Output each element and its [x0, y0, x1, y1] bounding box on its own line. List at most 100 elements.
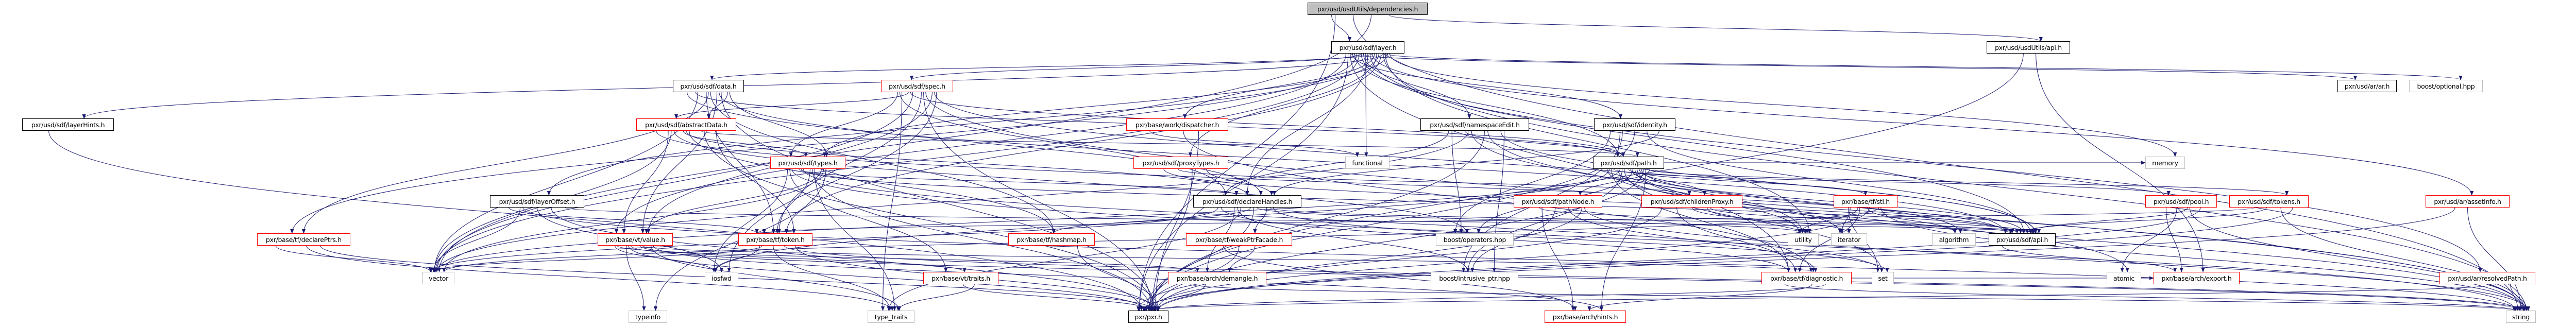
node-spec-h[interactable]: pxr/usd/sdf/spec.h: [881, 80, 953, 92]
include-edge: [1647, 168, 2289, 196]
node-pool-h[interactable]: pxr/usd/sdf/pool.h: [2145, 195, 2217, 208]
node-layeroffset-h[interactable]: pxr/usd/sdf/layerOffset.h: [490, 195, 584, 208]
node-sdf-tokens-h[interactable]: pxr/usd/sdf/tokens.h: [2229, 195, 2309, 208]
include-edge: [1385, 53, 1811, 234]
include-edge: [729, 92, 829, 157]
include-edge: [639, 245, 967, 272]
include-edge: [1647, 130, 2032, 234]
include-edge: [432, 207, 521, 272]
include-edge: [887, 207, 1241, 311]
node-algorithm: algorithm: [1932, 233, 1976, 246]
include-edge: [565, 207, 2041, 234]
include-edge: [1272, 130, 1659, 196]
include-edge: [1150, 284, 2497, 311]
node-hashmap-h[interactable]: pxr/base/tf/hashmap.h: [1008, 233, 1095, 246]
include-edge: [789, 168, 948, 272]
include-edge: [275, 245, 433, 272]
node-weakptrfacade-h[interactable]: pxr/base/tf/weakPtrFacade.h: [1186, 233, 1292, 246]
node-utility: utility: [1788, 233, 1819, 246]
include-edge: [1183, 53, 1375, 119]
include-edge: [1383, 53, 2528, 311]
node-proxytypes-h[interactable]: pxr/usd/sdf/proxyTypes.h: [1133, 157, 1228, 169]
include-edge: [674, 92, 909, 119]
node-tf-token-h[interactable]: pxr/base/tf/token.h: [738, 233, 812, 246]
node-dispatcher-h[interactable]: pxr/base/work/dispatcher.h: [1126, 118, 1228, 131]
include-edge: [710, 53, 1373, 80]
include-edge: [2189, 207, 2526, 311]
include-edge: [625, 245, 646, 311]
node-ar-h[interactable]: pxr/usd/ar/ar.h: [2337, 80, 2397, 92]
include-edge: [714, 245, 760, 272]
include-edge: [1142, 284, 1206, 311]
node-resolvedpath-h[interactable]: pxr/usd/ar/resolvedPath.h: [2439, 272, 2535, 284]
node-namespaceedit-h[interactable]: pxr/usd/sdf/namespaceEdit.h: [1420, 118, 1529, 131]
node-vt-value-h[interactable]: pxr/base/vt/value.h: [598, 233, 673, 246]
node-declareptrs-h[interactable]: pxr/base/tf/declarePtrs.h: [257, 233, 350, 246]
include-edge: [306, 245, 894, 311]
node-string: string: [2506, 311, 2536, 323]
include-edge: [1177, 168, 1691, 196]
include-edge: [1613, 168, 2171, 196]
node-data-h[interactable]: pxr/usd/sdf/data.h: [673, 80, 744, 92]
node-arch-hints-h[interactable]: pxr/base/arch/hints.h: [1545, 311, 1626, 323]
include-edge: [1616, 130, 1621, 157]
node-sdf-layer-h[interactable]: pxr/usd/sdf/layer.h: [1331, 41, 1404, 54]
include-edge: [1253, 207, 1267, 234]
include-edge: [1584, 207, 2530, 311]
include-edge: [2280, 207, 2527, 311]
include-edge: [432, 245, 762, 272]
include-edge: [1269, 207, 2036, 234]
include-edge: [1500, 130, 2038, 234]
node-arch-export-h[interactable]: pxr/base/arch/export.h: [2154, 272, 2240, 284]
node-boost-operators: boost/operators.hpp: [1436, 233, 1514, 246]
include-edge: [798, 168, 1239, 196]
node-pxr-h[interactable]: pxr/pxr.h: [1128, 311, 1168, 323]
node-arch-demangle-h[interactable]: pxr/base/arch/demangle.h: [1168, 272, 1266, 284]
node-childrenproxy-h[interactable]: pxr/usd/sdf/childrenProxy.h: [1641, 195, 1742, 208]
node-sdf-api-h[interactable]: pxr/usd/sdf/api.h: [1989, 233, 2056, 246]
include-edge: [1354, 53, 1620, 157]
include-edge: [789, 92, 898, 157]
include-edge: [1149, 130, 1360, 157]
include-edge: [1369, 53, 2026, 234]
node-identity-h[interactable]: pxr/usd/sdf/identity.h: [1594, 118, 1675, 131]
include-edge: [435, 92, 913, 272]
include-edge: [1190, 284, 2516, 311]
include-edge: [48, 130, 1143, 311]
node-usdutils-api-h[interactable]: pxr/usd/usdUtils/api.h: [1987, 41, 2070, 54]
include-edge: [1541, 207, 1575, 311]
include-edge: [721, 92, 1157, 311]
include-edge: [2019, 207, 2267, 234]
include-edge: [1389, 53, 2177, 157]
include-edge: [651, 245, 901, 311]
node-layerhints-h[interactable]: pxr/usd/sdf/layerHints.h: [22, 118, 114, 131]
include-edge: [1352, 53, 1622, 119]
include-edge: [775, 168, 810, 234]
include-edge: [689, 130, 1056, 234]
include-edge: [785, 53, 1382, 234]
node-tf-diagnostic-h[interactable]: pxr/base/tf/diagnostic.h: [1761, 272, 1852, 284]
node-types-h[interactable]: pxr/usd/sdf/types.h: [770, 157, 845, 169]
node-vt-traits-h[interactable]: pxr/base/vt/traits.h: [923, 272, 998, 284]
include-edge: [1144, 53, 2024, 311]
include-edge: [1539, 207, 2012, 234]
include-edge: [910, 53, 1362, 80]
include-edge: [1798, 207, 1860, 272]
include-edge: [290, 53, 1358, 234]
node-vector: vector: [422, 272, 454, 284]
include-edge: [1637, 168, 2129, 272]
node-path-h[interactable]: pxr/usd/sdf/path.h: [1593, 157, 1664, 169]
include-edge: [1385, 53, 2463, 80]
node-declarehandles-h[interactable]: pxr/usd/sdf/declareHandles.h: [1193, 195, 1301, 208]
include-edge: [1077, 245, 1161, 311]
include-edge: [1709, 207, 2034, 234]
include-edge: [1578, 168, 1650, 196]
include-edge: [433, 168, 1620, 272]
node-pathnode-h[interactable]: pxr/usd/sdf/pathNode.h: [1514, 195, 1602, 208]
node-abstractdata-h[interactable]: pxr/usd/sdf/abstractData.h: [636, 118, 736, 131]
node-tf-stl-h[interactable]: pxr/base/tf/stl.h: [1834, 195, 1897, 208]
include-edge: [2002, 245, 2177, 272]
node-assetinfo-h[interactable]: pxr/usd/ar/assetInfo.h: [2426, 195, 2510, 208]
include-edge: [777, 92, 922, 234]
